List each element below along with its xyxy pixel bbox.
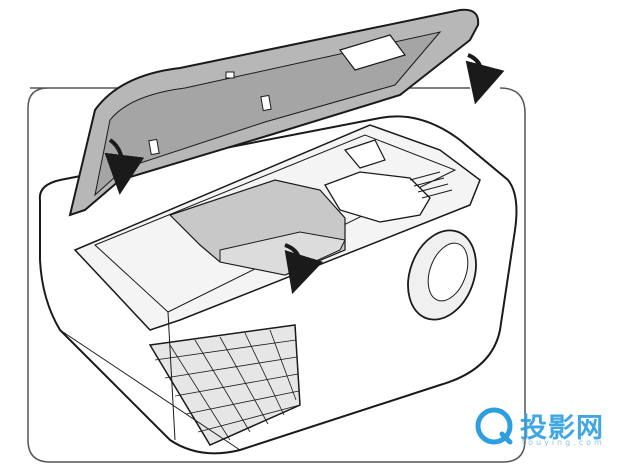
filter-sheet-fold — [219, 231, 346, 276]
watermark-logo-icon — [475, 407, 513, 445]
watermark: 投影网 touying.com — [470, 402, 630, 452]
lid-inner-panel — [94, 31, 442, 197]
body-edge — [59, 311, 241, 451]
lamp-fins — [409, 171, 453, 199]
lamp-handle — [343, 139, 386, 169]
watermark-subtext: touying.com — [522, 438, 605, 447]
compartment-rim — [94, 134, 457, 313]
grille-mesh — [154, 329, 301, 441]
arrow-sheet — [284, 243, 323, 295]
arrow-lid-open — [465, 53, 505, 105]
lamp-module — [324, 171, 431, 223]
watermark-brand: 投影网 — [520, 413, 604, 444]
lens-inner — [427, 242, 469, 302]
lid-tabs — [148, 71, 272, 156]
lid-window — [339, 34, 406, 71]
arrow-lid-close — [104, 138, 145, 195]
